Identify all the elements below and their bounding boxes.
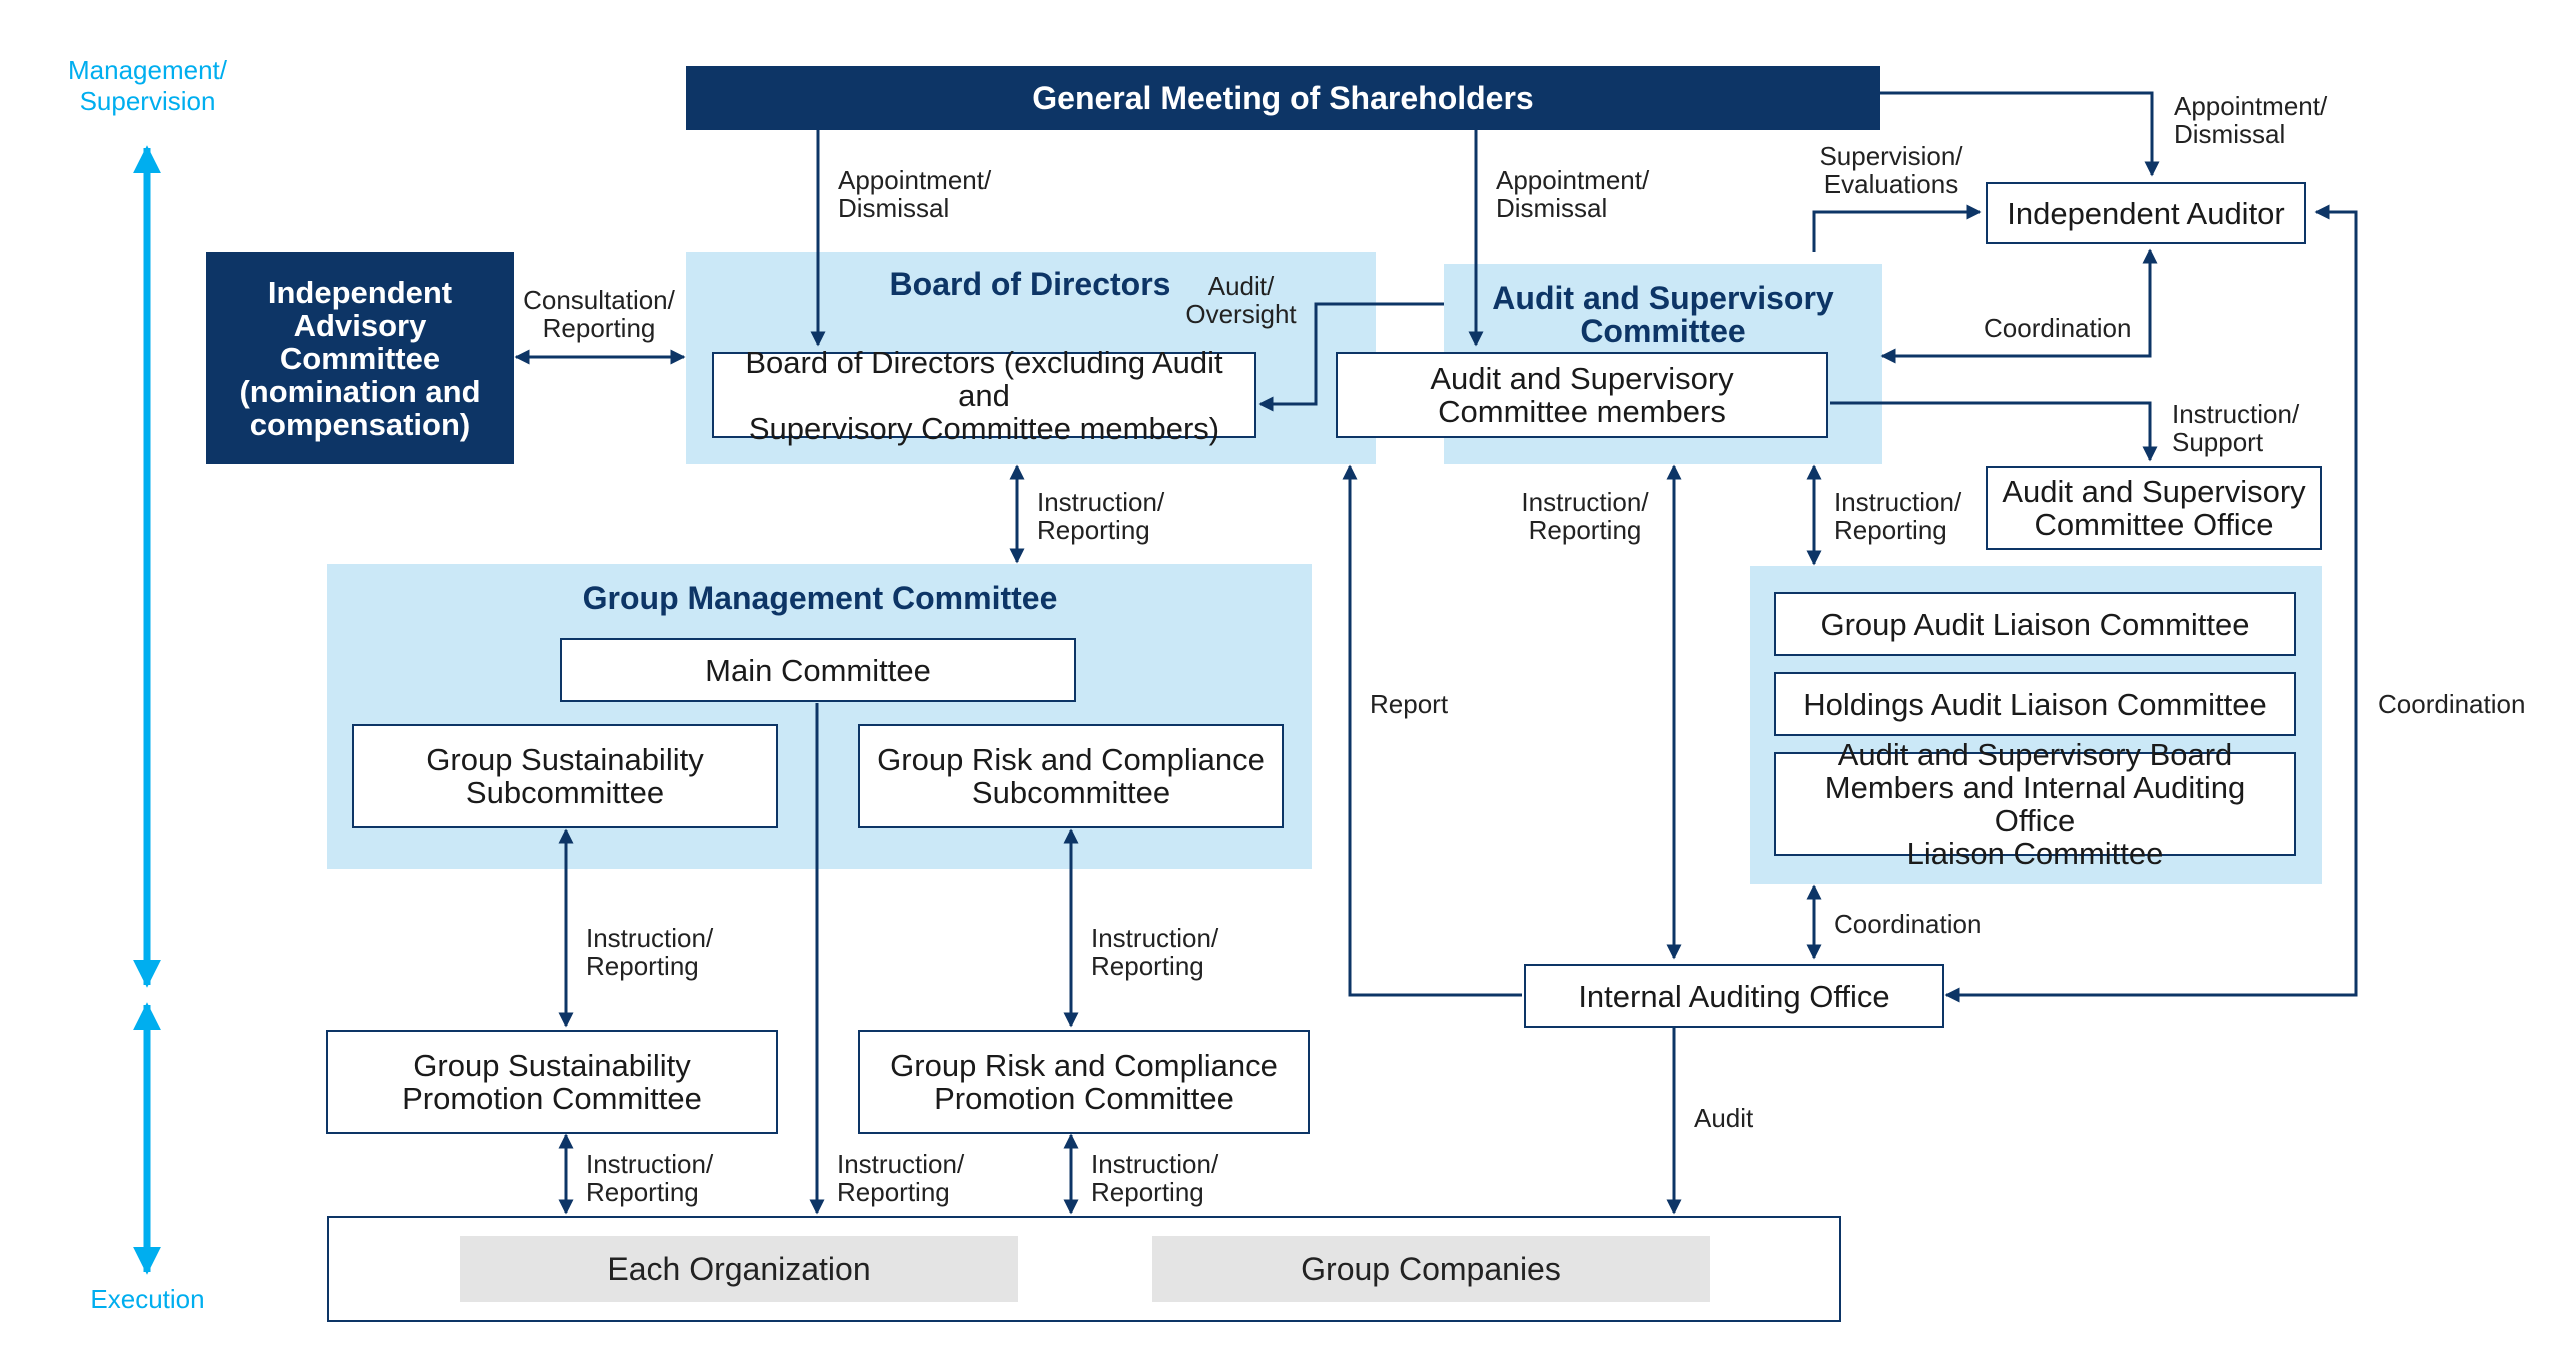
sust-promotion-box: Group Sustainability Promotion Committee bbox=[326, 1030, 778, 1134]
main-committee-box: Main Committee bbox=[560, 638, 1076, 702]
label-coord-liaison: Coordination bbox=[1834, 909, 1982, 939]
label-audit: Audit bbox=[1694, 1103, 1754, 1133]
arrow-report bbox=[1342, 464, 1522, 997]
label-instr-board: Instruction/ Reporting bbox=[1037, 487, 1165, 545]
board-title: Board of Directors bbox=[889, 266, 1171, 302]
label-audit-oversight: Audit/ Oversight bbox=[1185, 271, 1297, 329]
label-instr-liaison: Instruction/ Reporting bbox=[1834, 487, 1962, 545]
arrow-supervision bbox=[1812, 204, 1982, 252]
arrow-instr-support bbox=[1830, 401, 2158, 462]
label-instr-risk: Instruction/ Reporting bbox=[1091, 923, 1219, 981]
axis-label-management: Management/ Supervision bbox=[68, 55, 227, 116]
label-instr-bottom-2: Instruction/ Reporting bbox=[837, 1149, 965, 1207]
label-instr-internal: Instruction/ Reporting bbox=[1521, 487, 1649, 545]
arrow-audit-oversight bbox=[1258, 302, 1444, 412]
each-organization-box: Each Organization bbox=[460, 1236, 1018, 1302]
label-instr-sust: Instruction/ Reporting bbox=[586, 923, 714, 981]
label-supervision: Supervision/ Evaluations bbox=[1819, 141, 1963, 199]
board-box: Board of Directors (excluding Audit and … bbox=[712, 346, 1256, 445]
asc-office-box: Audit and Supervisory Committee Office bbox=[1986, 466, 2322, 550]
risk-subcommittee-box: Group Risk and Compliance Subcommittee bbox=[858, 724, 1284, 828]
group-audit-liaison-box: Group Audit Liaison Committee bbox=[1774, 592, 2296, 656]
label-coord-right: Coordination bbox=[2378, 689, 2526, 719]
label-instr-bottom-1: Instruction/ Reporting bbox=[586, 1149, 714, 1207]
advisory-committee-box: Independent Advisory Committee (nominati… bbox=[206, 252, 514, 464]
label-report: Report bbox=[1370, 689, 1449, 719]
sust-subcommittee-box: Group Sustainability Subcommittee bbox=[352, 724, 778, 828]
label-instr-bottom-3: Instruction/ Reporting bbox=[1091, 1149, 1219, 1207]
arrow-appoint-auditor bbox=[1880, 91, 2160, 177]
shareholders-box: General Meeting of Shareholders bbox=[686, 66, 1880, 130]
group-companies-box: Group Companies bbox=[1152, 1236, 1710, 1302]
label-instr-support: Instruction/ Support bbox=[2172, 399, 2300, 457]
independent-auditor-box: Independent Auditor bbox=[1986, 182, 2306, 244]
gmc-title: Group Management Committee bbox=[582, 580, 1058, 616]
asc-box: Audit and Supervisory Committee members bbox=[1336, 352, 1828, 438]
holdings-audit-liaison-box: Holdings Audit Liaison Committee bbox=[1774, 672, 2296, 736]
arrow-coord-right bbox=[1944, 204, 2358, 1003]
label-appoint-auditor: Appointment/ Dismissal bbox=[2174, 91, 2328, 149]
label-appoint-board: Appointment/ Dismissal bbox=[838, 165, 992, 223]
internal-auditing-box: Internal Auditing Office bbox=[1524, 964, 1944, 1028]
asb-liaison-box: Audit and Supervisory Board Members and … bbox=[1774, 738, 2296, 870]
label-coord-auditor: Coordination bbox=[1984, 313, 2132, 343]
risk-promotion-box: Group Risk and Compliance Promotion Comm… bbox=[858, 1030, 1310, 1134]
label-appoint-asc: Appointment/ Dismissal bbox=[1496, 165, 1650, 223]
label-consultation: Consultation/ Reporting bbox=[523, 285, 675, 343]
axis-label-execution: Execution bbox=[90, 1284, 205, 1314]
asc-title: Audit and Supervisory Committee bbox=[1492, 280, 1834, 349]
